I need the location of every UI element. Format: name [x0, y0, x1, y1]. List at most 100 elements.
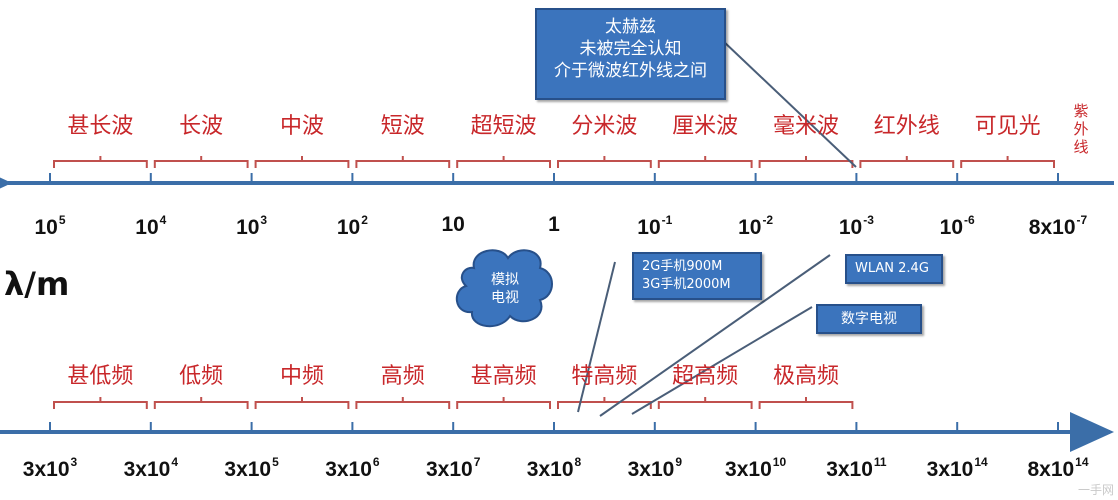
wavelength-tick-label: 105: [34, 213, 65, 240]
wave-band-bracket: [859, 156, 955, 168]
frequency-tick-label-base: 3x10: [926, 458, 974, 481]
wavelength-tick-label-exponent: -7: [1076, 213, 1088, 227]
wave-band-bracket: [456, 156, 551, 168]
frequency-tick-label-exponent: 6: [372, 455, 380, 469]
freq-band-label: 特高频: [571, 364, 638, 389]
freq-band-label: 中频: [279, 364, 325, 389]
wavelength-tick-label: 10-2: [738, 213, 773, 240]
freq-band-bracket: [355, 397, 451, 409]
wave-band-bracket: [53, 156, 148, 168]
wavelength-tick-label: 103: [236, 213, 267, 240]
wave-band-label: 甚长波: [67, 114, 134, 139]
wavelength-tick-label-exponent: 2: [361, 213, 368, 227]
frequency-tick-label-exponent: 7: [473, 455, 481, 469]
mobile-callout-line: 3G手机2000M: [642, 277, 731, 292]
frequency-tick-label-exponent: 9: [675, 455, 682, 469]
freq-band-bracket: [657, 397, 753, 409]
wavelength-tick-label: 10-1: [637, 213, 672, 240]
freq-band-label: 低频: [179, 364, 224, 389]
digital-tv-callout: 数字电视: [816, 304, 922, 334]
watermark: 一手网: [1077, 483, 1114, 497]
wave-band-label: 毫米波: [772, 114, 840, 139]
analog-tv-label-line: 电视: [491, 290, 519, 306]
frequency-tick-label-exponent: 4: [171, 455, 178, 469]
frequency-tick-label: 3x106: [325, 455, 379, 482]
freq-band-bracket: [557, 397, 652, 409]
wavelength-tick-label: 10-3: [839, 213, 874, 240]
frequency-tick-label-exponent: 10: [772, 455, 787, 469]
wavelength-tick-label-base: 10: [637, 216, 661, 239]
wavelength-tick-label-exponent: 4: [159, 213, 167, 227]
wavelength-tick-label-base: 10: [336, 216, 361, 239]
wave-band-label: 可见光: [974, 114, 1041, 139]
terahertz-callout-line: 未被完全认知: [579, 39, 682, 59]
analog-tv-cloud: [456, 249, 553, 328]
frequency-tick-label: 3x103: [23, 455, 77, 482]
frequency-tick-label-base: 3x10: [123, 458, 171, 481]
frequency-tick-label: 3x108: [527, 455, 581, 482]
dtv-connector-line: [631, 306, 813, 415]
analog-tv-label-line: 模拟: [491, 272, 519, 288]
wavelength-tick-label-base: 10: [236, 216, 260, 239]
frequency-tick-label-base: 3x10: [526, 458, 574, 481]
frequency-tick-label: 3x1011: [826, 455, 886, 482]
wavelength-tick-label: 102: [337, 213, 368, 240]
wavelength-tick-label-base: 10: [441, 213, 465, 236]
wave-band-uv: 紫外 线: [1071, 102, 1091, 156]
frequency-tick-label-exponent: 11: [873, 455, 887, 469]
wave-band-uv-line: 紫外: [1073, 102, 1089, 138]
freq-band-label: 甚低频: [67, 364, 134, 389]
wavelength-tick-label: 10: [442, 213, 465, 237]
wavelength-tick-label-exponent: -6: [964, 213, 975, 227]
frequency-tick-label: 8x1014: [1027, 455, 1088, 482]
wave-band-label: 分米波: [571, 114, 638, 139]
wave-band-bracket: [960, 156, 1055, 168]
wavelength-tick-label-base: 8x10: [1028, 216, 1076, 239]
frequency-tick-label-exponent: 14: [1075, 455, 1089, 469]
wave-band-label: 中波: [279, 114, 325, 139]
wlan-connector-line: [599, 254, 831, 417]
terahertz-callout-line: 介于微波红外线之间: [554, 61, 707, 81]
wavelength-tick-label-exponent: -1: [661, 213, 673, 227]
freq-band-bracket: [758, 397, 854, 409]
freq-band-brackets: [53, 397, 854, 409]
frequency-tick-label-exponent: 14: [974, 455, 988, 469]
frequency-tick-label: 3x1014: [927, 455, 988, 482]
thz-connector-line: [721, 39, 857, 168]
wave-band-label: 红外线: [873, 114, 940, 139]
frequency-tick-label: 3x104: [124, 455, 178, 482]
frequency-tick-label-base: 8x10: [1027, 458, 1075, 481]
frequency-tick-label-exponent: 5: [272, 455, 279, 469]
frequency-tick-label-base: 3x10: [826, 458, 873, 481]
wave-band-bracket: [254, 156, 350, 168]
frequency-tick-label-base: 3x10: [224, 458, 272, 481]
frequency-tick-label-base: 3x10: [325, 458, 372, 481]
freq-band-label: 超高频: [672, 364, 739, 389]
wave-band-label: 长波: [179, 114, 224, 139]
wave-band-uv-line: 线: [1073, 138, 1089, 156]
frequency-axis-ticks: [49, 422, 1059, 432]
wavelength-tick-label: 104: [135, 213, 166, 240]
wlan-callout: WLAN 2.4G: [845, 254, 943, 284]
terahertz-callout-line: 太赫兹: [605, 17, 656, 37]
wavelength-tick-label-base: 1: [548, 213, 560, 236]
wavelength-tick-label: 1: [548, 213, 560, 237]
wavelength-axis-ticks: [49, 173, 1059, 183]
frequency-tick-label-base: 3x10: [725, 458, 772, 481]
freq-band-label: 甚高频: [470, 364, 537, 389]
wavelength-tick-label-exponent: 5: [58, 213, 66, 227]
wavelength-tick-label-exponent: 3: [260, 213, 268, 227]
frequency-tick-label: 3x109: [628, 455, 682, 482]
frequency-tick-label: 3x105: [224, 455, 278, 482]
wave-band-bracket: [758, 156, 854, 168]
wavelength-tick-label: 10-6: [940, 213, 975, 240]
wave-band-label: 厘米波: [672, 114, 739, 139]
wave-band-bracket: [153, 156, 249, 168]
mobile-callout: 2G手机900M 3G手机2000M: [632, 252, 762, 300]
frequency-tick-label-exponent: 3: [70, 455, 78, 469]
mobile-connector-line: [577, 261, 616, 413]
frequency-tick-label-base: 3x10: [22, 458, 70, 481]
wave-band-label: 短波: [380, 114, 425, 139]
wavelength-tick-label-base: 10: [738, 216, 762, 239]
wave-band-bracket: [657, 156, 753, 168]
